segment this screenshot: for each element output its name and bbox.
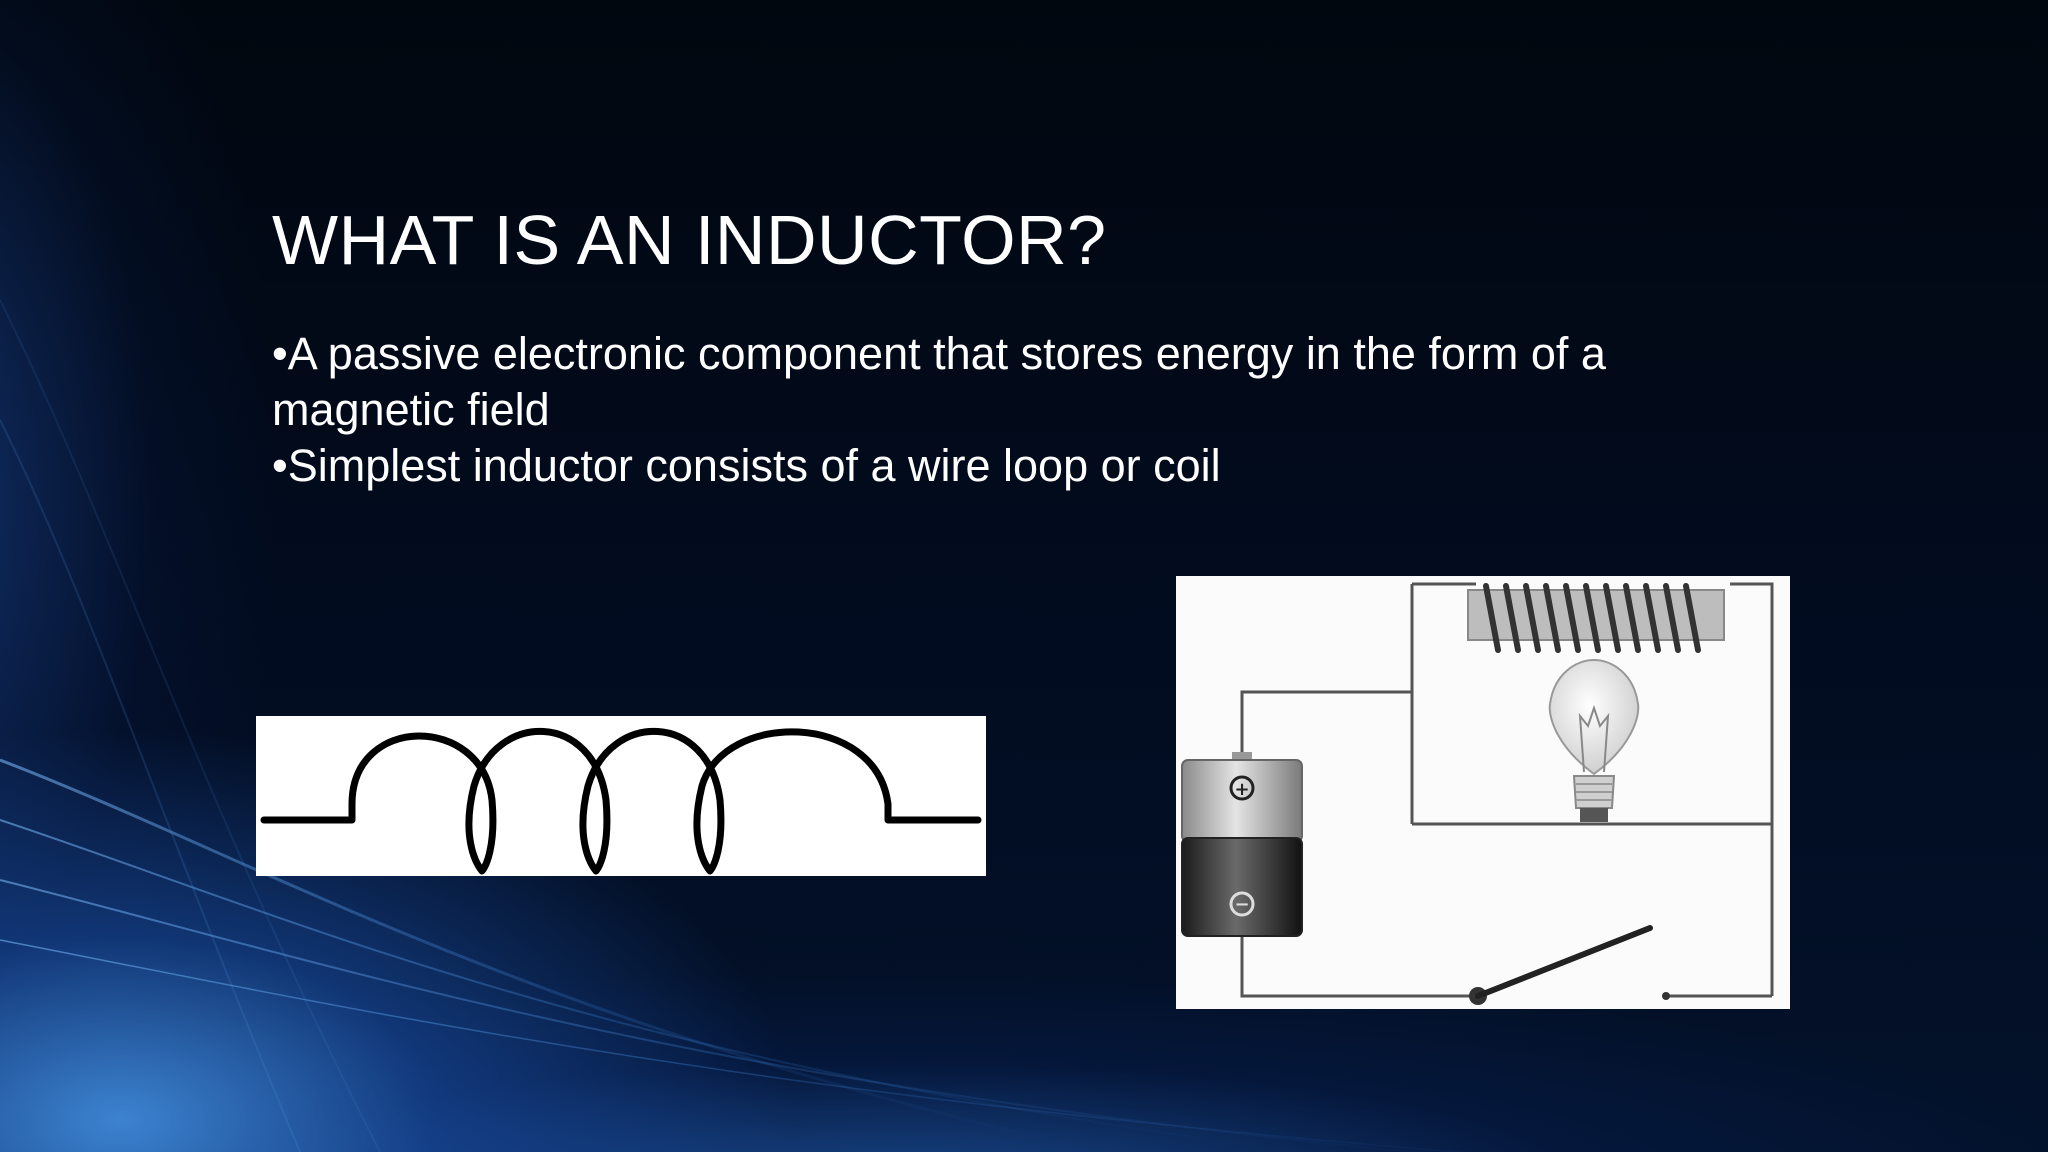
inductor-circuit-icon: + − xyxy=(1181,582,1774,1005)
switch-icon xyxy=(1469,925,1670,1005)
inductor-coil-symbol-icon xyxy=(260,727,982,875)
battery-icon: + − xyxy=(1181,752,1303,937)
battery-minus-label: − xyxy=(1234,894,1249,915)
bullet-list: •A passive electronic component that sto… xyxy=(272,326,1752,494)
battery-plus-label: + xyxy=(1234,779,1249,800)
inductor-circuit-panel: + − xyxy=(1176,576,1790,1009)
slide-title: WHAT IS AN INDUCTOR? xyxy=(272,201,1107,279)
inductor-symbol-panel xyxy=(256,716,986,876)
bullet-item: •Simplest inductor consists of a wire lo… xyxy=(272,440,1221,491)
bullet-item: •A passive electronic component that sto… xyxy=(272,328,1606,435)
light-bulb-icon xyxy=(1548,658,1640,822)
